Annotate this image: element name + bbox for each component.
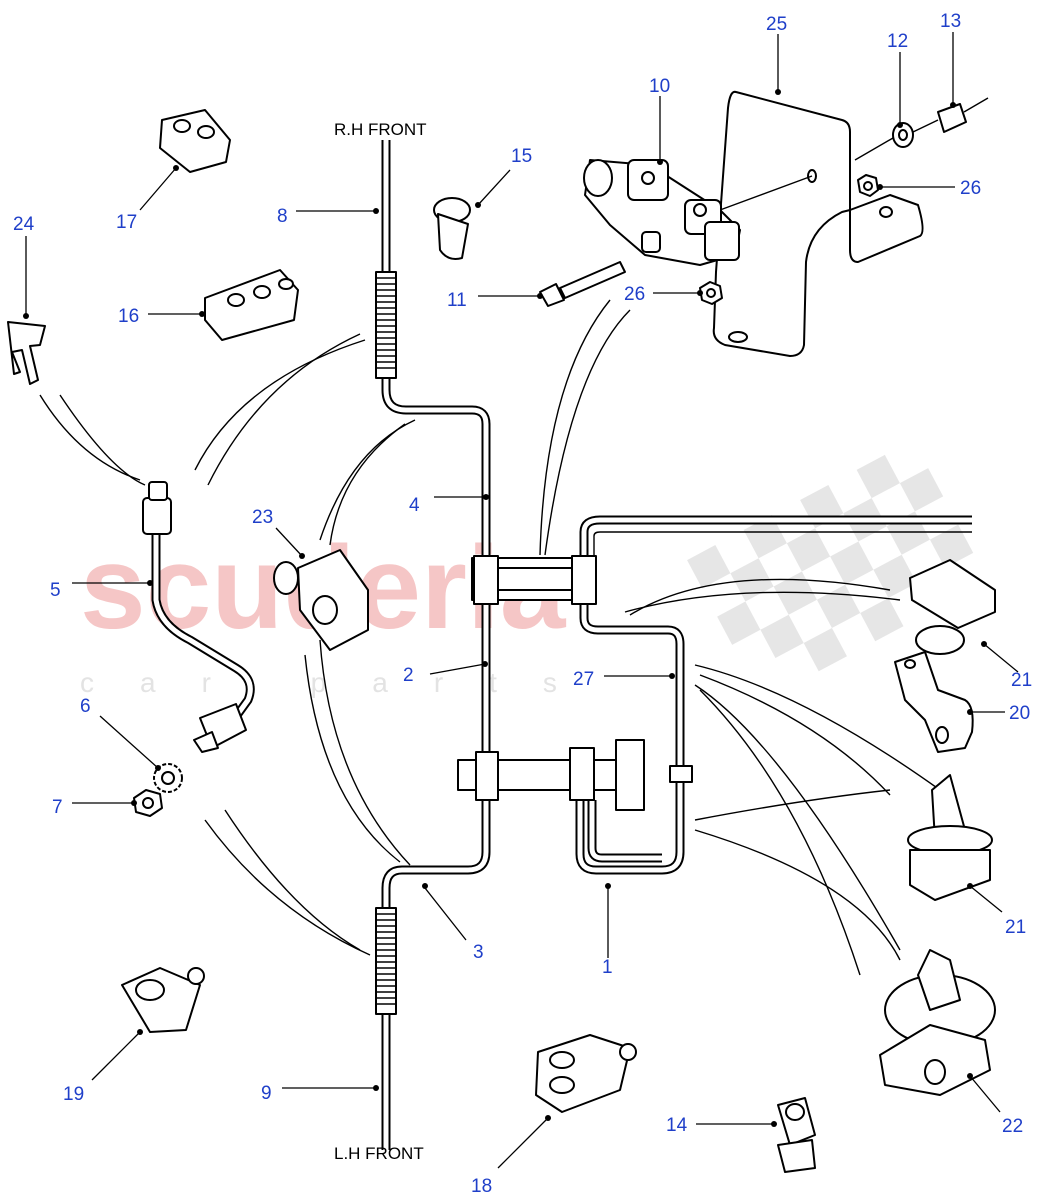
part-13-nut (937, 97, 989, 133)
bolt-axis-line (854, 119, 939, 161)
callout-26-lower: 26 (624, 284, 645, 305)
watermark-sub: car parts (80, 667, 603, 698)
part-17-clip (159, 109, 231, 173)
callout-9: 9 (261, 1083, 272, 1104)
callout-2: 2 (403, 665, 414, 686)
callout-10: 10 (649, 76, 670, 97)
callout-20: 20 (1009, 703, 1030, 724)
callout-12: 12 (887, 31, 908, 52)
callout-numbers: 1 2 3 4 5 6 7 8 9 10 11 12 13 14 15 16 1… (13, 11, 1032, 1197)
part-23-clip (273, 549, 369, 651)
part-14-clip (777, 1097, 816, 1173)
callout-27: 27 (573, 669, 594, 690)
callout-17: 17 (116, 212, 137, 233)
leader-lines (23, 32, 1019, 1169)
callout-7: 7 (52, 797, 63, 818)
part-18-clip (535, 1034, 637, 1113)
lower-junction-block (457, 739, 693, 811)
callout-3: 3 (473, 942, 484, 963)
watermark-checker (687, 454, 974, 672)
part-10-pressure-valve (583, 159, 741, 266)
callout-26-upper: 26 (960, 178, 981, 199)
callout-11: 11 (447, 290, 467, 311)
part-22-clip (879, 949, 996, 1096)
part-19-clip (121, 967, 205, 1033)
label-lh-front: L.H FRONT (334, 1144, 424, 1163)
callout-18: 18 (471, 1176, 492, 1197)
callout-8: 8 (277, 206, 288, 227)
part-24-spring-clip (7, 321, 46, 385)
part-25-bracket (712, 90, 924, 357)
callout-16: 16 (118, 306, 139, 327)
part-20-bracket (894, 651, 974, 753)
callout-23: 23 (252, 507, 273, 528)
part-15-clip (433, 197, 471, 260)
callout-1: 1 (602, 957, 613, 978)
callout-4: 4 (409, 495, 420, 516)
callout-25: 25 (766, 14, 787, 35)
upper-junction-block (471, 555, 597, 605)
part-11-bolt (539, 261, 626, 307)
part-26-nut-upper (857, 174, 879, 197)
callout-5: 5 (50, 580, 61, 601)
part-5-pipe-union (142, 481, 255, 753)
callout-15: 15 (511, 146, 532, 167)
clip-location-arcs (39, 299, 941, 976)
callout-19: 19 (63, 1084, 84, 1105)
callout-14: 14 (666, 1115, 688, 1136)
callout-21-lower: 21 (1005, 917, 1026, 938)
part-16-clip (204, 269, 299, 341)
part-21-clip-upper (909, 559, 996, 655)
flexi-hose-rh (375, 271, 397, 379)
brake-pipe-network (375, 140, 972, 1150)
callout-21-upper: 21 (1011, 670, 1032, 691)
callout-6: 6 (80, 696, 91, 717)
part-6-lock-washer (153, 763, 183, 793)
part-7-nut (133, 789, 163, 817)
flexi-hose-lh (375, 907, 397, 1015)
part-21-clip-lower (907, 774, 993, 901)
part-26-nut-lower (699, 281, 723, 305)
part-12-washer (892, 122, 914, 148)
callout-24: 24 (13, 214, 35, 235)
callout-13: 13 (940, 11, 961, 32)
callout-22: 22 (1002, 1116, 1023, 1137)
label-rh-front: R.H FRONT (334, 120, 427, 139)
